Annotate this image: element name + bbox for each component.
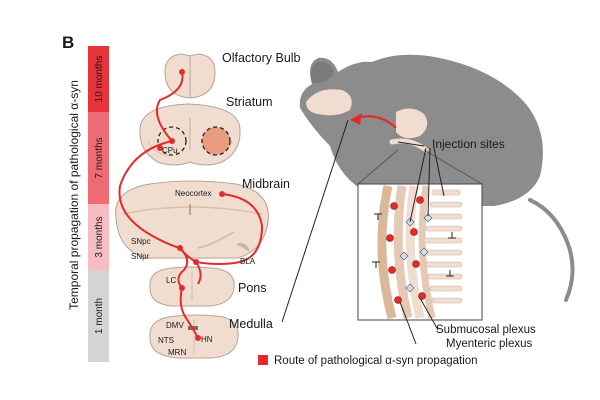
label-bla: BLA — [240, 257, 256, 266]
timeline-bar: 10 months 7 months 3 months 1 month — [88, 46, 109, 362]
injection-pointers — [397, 141, 445, 223]
legend-swatch — [258, 355, 268, 365]
label-pons: Pons — [238, 281, 267, 295]
connector-mouse-to-medulla — [281, 119, 349, 323]
label-mrn: MRN — [168, 348, 186, 357]
label-hn: HN — [201, 335, 213, 344]
cpu-right — [201, 126, 231, 156]
striatum-section — [139, 103, 241, 166]
label-midbrain: Midbrain — [242, 177, 290, 191]
timeline-label-10-months: 10 months — [94, 56, 105, 103]
label-nts: NTS — [158, 336, 174, 345]
panel-letter: B — [62, 33, 74, 52]
mouse-illustration — [299, 54, 575, 302]
label-medulla: Medulla — [229, 317, 273, 331]
label-lc: LC — [166, 276, 176, 285]
pointer-submucosal — [419, 297, 439, 331]
zoom-line-right — [423, 149, 483, 185]
legend: Route of pathological α-syn propagation — [258, 355, 478, 367]
label-snpr: SNpr — [131, 252, 150, 261]
gut-brain-arrow — [350, 113, 397, 129]
pons-section — [149, 266, 235, 307]
label-striatum: Striatum — [226, 95, 273, 109]
label-snpc: SNpc — [131, 237, 151, 246]
timeline-segment-7-months — [88, 112, 109, 204]
timeline-segment-1-month — [88, 270, 109, 362]
zoom-line-left — [357, 149, 399, 185]
timeline-segment-3-months — [88, 204, 109, 270]
label-submucosal-plexus: Submucosal plexus — [436, 324, 536, 336]
label-myenteric-plexus: Myenteric plexus — [446, 338, 533, 350]
legend-label: Route of pathological α-syn propagation — [274, 355, 478, 367]
olfactory-bulb-section — [164, 53, 216, 99]
gut-wall-inset — [357, 183, 483, 321]
timeline-label-3-months: 3 months — [94, 216, 105, 257]
pointer-myenteric — [399, 301, 417, 345]
timeline-segment-10-months — [88, 46, 109, 112]
timeline-axis-title: Temporal propagation of pathological α-s… — [67, 80, 81, 310]
label-cpu: CPu — [162, 146, 178, 155]
brain-route-nodes — [157, 69, 225, 341]
label-injection-sites: Injection sites — [432, 137, 505, 151]
label-olfactory-bulb: Olfactory Bulb — [222, 51, 301, 65]
label-neocortex: Neocortex — [175, 189, 211, 198]
timeline-label-7-months: 7 months — [94, 137, 105, 178]
label-dmv: DMV — [166, 321, 184, 330]
timeline-label-1-month: 1 month — [94, 298, 105, 334]
